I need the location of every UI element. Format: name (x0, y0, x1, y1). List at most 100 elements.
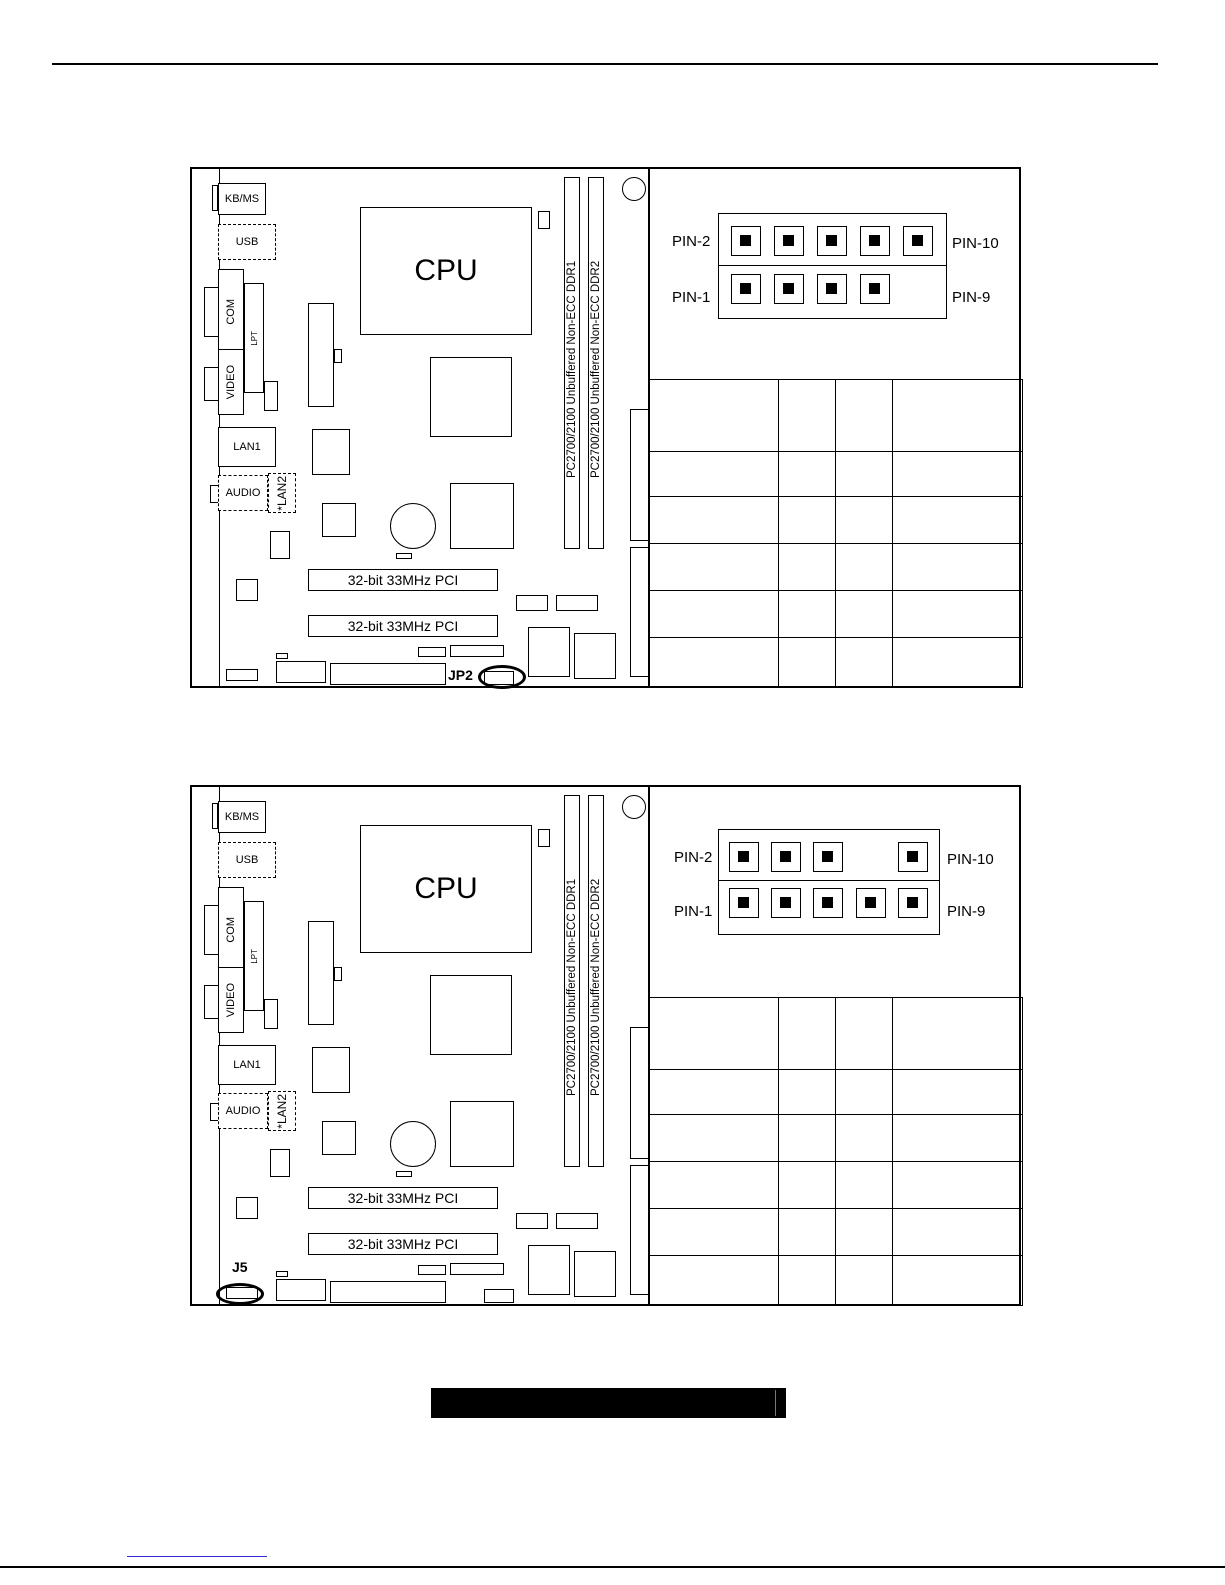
cpu-fan-header (538, 211, 550, 229)
pin-5 (813, 888, 843, 918)
motherboard-layout: KB/MS USB COM LPT VIDEO LAN1 AUDIO *LAN2… (192, 169, 650, 689)
usb-label: USB (235, 854, 259, 866)
video-label: VIDEO (225, 982, 237, 1018)
pci-slot-2-label: 32-bit 33MHz PCI (347, 618, 459, 634)
pci-slot-1: 32-bit 33MHz PCI (308, 569, 498, 591)
pin-10 (898, 842, 928, 872)
kbms-label: KB/MS (224, 811, 260, 823)
pin1-label: PIN-1 (672, 289, 711, 306)
lan2-port: *LAN2 (268, 1091, 296, 1131)
small-chip (236, 579, 258, 601)
usb-header (276, 661, 326, 683)
lpt-port: LPT (244, 901, 264, 1011)
southbridge-chip (450, 483, 514, 549)
pin10-label: PIN-10 (947, 851, 994, 868)
table-row (649, 543, 1023, 591)
com-port: COM (218, 269, 244, 355)
jp2-header (484, 1289, 514, 1303)
cmos-battery (390, 503, 436, 549)
jp2-diagram-panel: KB/MS USB COM LPT VIDEO LAN1 AUDIO *LAN2… (190, 167, 1023, 689)
pin1-label: PIN-1 (674, 903, 713, 920)
video-port: VIDEO (218, 967, 244, 1033)
pin-8 (860, 226, 890, 256)
pin-10 (903, 226, 933, 256)
pin-6 (813, 842, 843, 872)
ide-edge-2 (630, 1165, 650, 1295)
pin-assignment-table (649, 997, 1023, 1306)
front-header (450, 645, 504, 657)
lpt-label: LPT (249, 948, 259, 964)
ddr1-label: PC2700/2100 Unbuffered Non-ECC DDR1 (566, 878, 578, 1096)
ide-tab (334, 349, 342, 363)
sata-1 (516, 1213, 548, 1229)
front-connector (226, 669, 258, 681)
usb-port: USB (218, 224, 276, 260)
lan1-port: LAN1 (218, 427, 276, 467)
ide-edge-1 (630, 409, 650, 541)
pin-4 (771, 842, 801, 872)
pin-1 (729, 888, 759, 918)
audio-port: AUDIO (218, 1093, 268, 1129)
pin2-label: PIN-2 (674, 849, 713, 866)
pin-strip (418, 1265, 446, 1275)
jumper-label: J5 (232, 1259, 248, 1275)
cpu-socket: CPU (360, 825, 532, 953)
kbms-port: KB/MS (218, 801, 266, 833)
ide-edge-1 (630, 1027, 650, 1159)
j5-diagram-panel: KB/MS USB COM LPT VIDEO LAN1 AUDIO *LAN2… (190, 785, 1023, 1306)
table-row (649, 1208, 1023, 1256)
southbridge-chip (450, 1101, 514, 1167)
pin-2 (729, 842, 759, 872)
usb-port: USB (218, 842, 276, 878)
ide-edge-2 (630, 547, 650, 677)
cpu-fan-header (538, 829, 550, 847)
redacted-caption-bar (431, 1388, 786, 1418)
small-header (264, 999, 278, 1029)
io-chip (312, 1047, 350, 1093)
pin-strip (418, 647, 446, 657)
cpu-socket: CPU (360, 207, 532, 335)
northbridge-chip (430, 357, 512, 437)
table-row (649, 451, 1023, 497)
footer-rule (0, 1566, 1225, 1568)
jumper-highlight (478, 665, 526, 689)
row-divider (719, 265, 946, 266)
floppy-connector (330, 1281, 446, 1303)
table-row (649, 590, 1023, 638)
spk-header (276, 653, 288, 659)
video-port: VIDEO (218, 349, 244, 415)
row-divider (719, 880, 939, 881)
pin-9 (898, 888, 928, 918)
ddr2-slot (588, 795, 604, 1167)
table-row (649, 1255, 1023, 1306)
bar-tick (775, 1390, 776, 1416)
cpu-label: CPU (414, 254, 478, 287)
kbms-port: KB/MS (218, 183, 266, 215)
table-row (649, 997, 1023, 1070)
sata-2 (556, 595, 598, 611)
lpt-port: LPT (244, 283, 264, 393)
com-label: COM (225, 917, 237, 943)
ide-connector (308, 303, 334, 407)
lan2-label: *LAN2 (275, 1093, 289, 1129)
table-row (649, 496, 1023, 544)
header-rule (52, 63, 1158, 65)
footer-link-underline[interactable] (127, 1556, 267, 1557)
pin-header-diagram (718, 829, 940, 935)
pin-7 (860, 274, 890, 304)
northbridge-chip (430, 975, 512, 1055)
sata-2 (556, 1213, 598, 1229)
mounting-hole (622, 795, 646, 819)
pin-3 (774, 274, 804, 304)
pin-2 (731, 226, 761, 256)
usb-header (276, 1279, 326, 1301)
battery-jumper (396, 1171, 412, 1177)
pin9-label: PIN-9 (952, 289, 991, 306)
port-stub (212, 185, 218, 211)
ddr1-slot (564, 177, 580, 549)
lan-chip (528, 1245, 570, 1295)
kbms-label: KB/MS (224, 193, 260, 205)
jumper-label: JP2 (448, 667, 473, 683)
table-row (649, 637, 1023, 688)
pin-header-diagram (718, 213, 947, 319)
